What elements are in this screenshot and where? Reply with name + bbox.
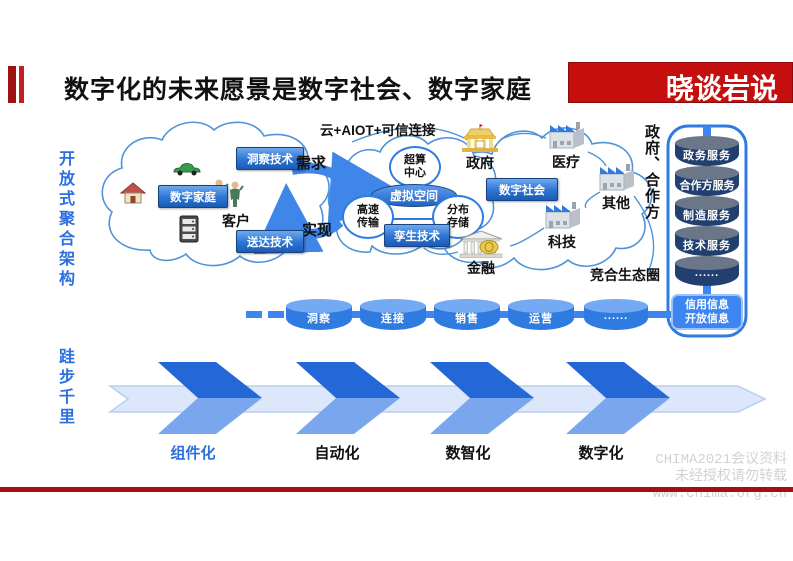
distributed-storage-label: 分布存储 xyxy=(447,204,469,229)
government-building-icon xyxy=(460,124,500,157)
service-label-manufacturing: 制造服务 xyxy=(683,210,731,222)
digital-society-label: 数字社会 xyxy=(499,184,545,197)
page-title: 数字化的未来愿景是数字社会、数字家庭 xyxy=(64,76,533,104)
insight-tech-box: 洞察技术 xyxy=(236,147,304,170)
twin-tech-box: 孪生技术 xyxy=(384,224,450,247)
stage-label-componentization: 组件化 xyxy=(170,445,216,462)
info-box: 信用信息 开放信息 xyxy=(671,294,743,330)
digital-home-label: 数字家庭 xyxy=(170,191,216,204)
ecosystem-label: 竞合生态圈 xyxy=(590,267,660,283)
delivery-tech-box: 送达技术 xyxy=(236,230,304,253)
open-info-label: 开放信息 xyxy=(685,313,729,325)
stage-label-digitalization: 数字化 xyxy=(578,445,624,462)
house-icon xyxy=(119,182,147,209)
technology-factory-icon xyxy=(542,200,582,235)
partners-vertical-label: 政府、合作方 xyxy=(643,124,660,220)
pipeline-disk: ...... xyxy=(584,299,648,330)
service-label-partner: 合作方服务 xyxy=(679,180,735,192)
brand-badge: 晓谈岩说 xyxy=(568,62,793,104)
medical-factory-icon xyxy=(546,120,586,155)
section-label-journey: 跬步千里 xyxy=(56,348,73,428)
high-speed-transfer-label: 高速传输 xyxy=(357,204,379,229)
technology-label: 科技 xyxy=(548,234,576,250)
digital-society-box: 数字社会 xyxy=(486,178,558,201)
pipeline-disk: 销售 xyxy=(434,299,500,330)
other-factory-icon xyxy=(596,162,636,197)
demand-label: 需求 xyxy=(296,155,327,172)
delivery-tech-label: 送达技术 xyxy=(247,236,293,249)
insight-tech-label: 洞察技术 xyxy=(247,153,293,166)
pipeline-label-more: ...... xyxy=(603,310,629,322)
twin-tech-label: 孪生技术 xyxy=(394,230,440,243)
supercomputing-center-ellipse: 超算中心 xyxy=(389,146,441,188)
cloud-aiot-label: 云+AIOT+可信连接 xyxy=(320,123,436,138)
service-cylinder: 技术服务 xyxy=(675,226,739,256)
other-label: 其他 xyxy=(602,195,630,211)
ecosystem-links xyxy=(351,126,655,273)
realize-label: 实现 xyxy=(302,222,333,239)
bank-icon xyxy=(458,230,504,263)
watermark-line-2: 未经授权请勿转载 xyxy=(675,469,787,485)
stage-chevrons xyxy=(158,362,670,434)
title-accent-bar-2 xyxy=(19,66,24,103)
service-cylinder: 政务服务 xyxy=(675,136,739,166)
cycle-arrows xyxy=(253,151,393,255)
service-label-technology: 技术服务 xyxy=(683,240,731,252)
pipeline-disk: 洞察 xyxy=(286,299,352,330)
section-label-architecture: 开放式聚合架构 xyxy=(56,150,73,290)
pipeline-disk: 运营 xyxy=(508,299,574,330)
digital-home-box: 数字家庭 xyxy=(158,185,228,208)
watermark-line-1: CHIMA2021会议资料 xyxy=(655,452,787,468)
service-cylinder: ...... xyxy=(675,256,739,286)
pipeline-disk: 连接 xyxy=(360,299,426,330)
footer-accent-line xyxy=(0,487,793,492)
service-cylinder: 合作方服务 xyxy=(675,166,739,196)
server-icon xyxy=(179,215,199,248)
pipeline-label-sales: 销售 xyxy=(455,313,479,325)
car-icon xyxy=(172,162,202,181)
medical-label: 医疗 xyxy=(552,154,580,170)
government-label: 政府 xyxy=(466,155,494,171)
pipeline-label-connect: 连接 xyxy=(381,313,405,325)
finance-label: 金融 xyxy=(467,260,495,276)
watermark: CHIMA2021会议资料 未经授权请勿转载 www.chima.org.cn xyxy=(653,452,787,503)
stage-label-automation: 自动化 xyxy=(314,445,360,462)
pipeline-label-operation: 运营 xyxy=(529,313,553,325)
service-label-gov: 政务服务 xyxy=(683,150,731,162)
supercomputing-center-label: 超算中心 xyxy=(404,154,426,179)
distributed-storage-ellipse: 分布存储 xyxy=(432,195,484,239)
credit-info-label: 信用信息 xyxy=(685,298,729,311)
customer-label: 客户 xyxy=(222,213,250,229)
pipeline-label-insight: 洞察 xyxy=(307,313,331,325)
virtual-space-label: 虚拟空间 xyxy=(389,189,438,203)
title-accent-bar xyxy=(8,66,16,103)
stage-label-intelligence: 数智化 xyxy=(445,445,491,462)
service-label-more: ...... xyxy=(694,267,720,279)
service-cylinder: 制造服务 xyxy=(675,196,739,226)
pipeline-connectors xyxy=(246,311,672,318)
